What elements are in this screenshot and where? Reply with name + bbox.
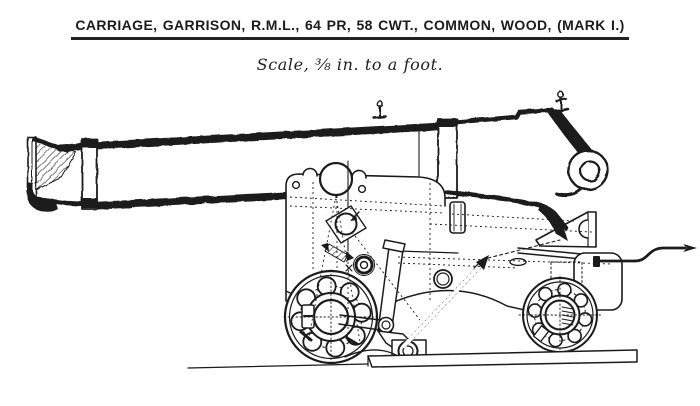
bolt-head bbox=[357, 184, 367, 194]
breech-top-edge bbox=[454, 107, 555, 125]
barrel-loop-fitting bbox=[449, 201, 466, 234]
front-sight bbox=[372, 100, 388, 120]
inclined-platform bbox=[367, 349, 638, 368]
plate-subtitle-row: Scale, ⅜ in. to a foot. bbox=[0, 55, 700, 75]
bolt-head bbox=[291, 180, 301, 190]
front-truck-wheel bbox=[283, 269, 379, 365]
gun-barrel bbox=[26, 91, 609, 212]
crank-handle bbox=[593, 244, 697, 267]
scale-note: Scale, ⅜ in. to a foot. bbox=[256, 55, 444, 74]
handle-tip bbox=[683, 244, 697, 252]
cascabel-hole bbox=[579, 160, 601, 182]
rear-truck-wheel bbox=[518, 275, 602, 356]
rear-sight bbox=[552, 91, 570, 114]
trunnion-hole bbox=[318, 161, 354, 197]
ground-platform bbox=[187, 349, 638, 369]
plate-title-row: CARRIAGE, GARRISON, R.M.L., 64 PR, 58 CW… bbox=[0, 17, 700, 40]
underside-arch bbox=[384, 289, 530, 312]
breech-underside bbox=[444, 187, 583, 241]
slot-hole bbox=[509, 257, 527, 267]
plate-title: CARRIAGE, GARRISON, R.M.L., 64 PR, 58 CW… bbox=[71, 17, 629, 40]
construction-lines bbox=[289, 182, 613, 343]
muzzle-lip bbox=[26, 183, 58, 212]
hub-lever bbox=[339, 314, 381, 321]
pinion-gear bbox=[345, 254, 375, 276]
